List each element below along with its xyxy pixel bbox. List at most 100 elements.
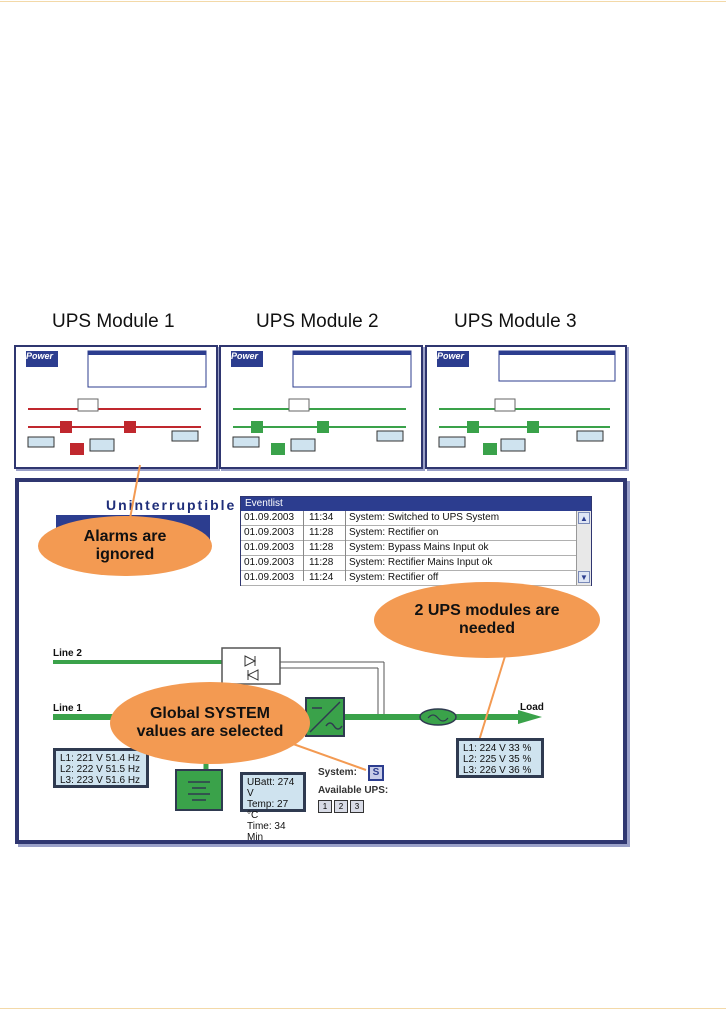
alarms-callout: Alarms are ignored (38, 516, 212, 576)
event-date: 01.09.2003 (244, 512, 295, 523)
module-3-eventlist-bar (499, 351, 615, 355)
module-1-input-readout (27, 436, 55, 448)
event-time: 11:28 (309, 542, 334, 553)
module-1-logo-text: Power (26, 351, 54, 361)
event-date: 01.09.2003 (244, 542, 295, 553)
battery-voltage-value: UBatt: 274 V (247, 777, 295, 799)
line1-label: Line 1 (53, 703, 82, 714)
eventlist-column-divider (345, 511, 346, 581)
event-time: 11:28 (309, 557, 334, 568)
event-time: 11:34 (309, 512, 334, 523)
battery-readout: UBatt: 274 V Temp: 27 °C Time: 34 Min (240, 772, 306, 843)
module-2-eventlist (292, 350, 412, 388)
output-switch-icon (419, 708, 457, 726)
bypass-diode-top-icon (244, 655, 257, 667)
module-3-input-readout (438, 436, 466, 448)
event-date: 01.09.2003 (244, 557, 295, 568)
scroll-up-icon[interactable]: ▲ (578, 512, 590, 524)
module-3-logo (437, 351, 469, 367)
eventlist-column-divider (303, 511, 304, 581)
eventlist-panel[interactable]: Eventlist 01.09.2003 11:34 System: Switc… (240, 496, 592, 586)
system-label: System: (318, 767, 357, 778)
bypass-diode-bottom-icon (246, 669, 259, 681)
output-l1-value: L1: 224 V 33 % (463, 743, 532, 754)
module-1-diagram (26, 350, 207, 455)
module-1-inverter (124, 421, 136, 433)
ups-needed-callout-text: 2 UPS modules are needed (414, 602, 560, 637)
module-2-eventlist-bar (293, 351, 411, 355)
module-1-eventlist-bar (88, 351, 206, 355)
inverter-ac-mark (325, 722, 343, 730)
load-arrow-icon (518, 710, 542, 724)
module-1-output-readout (171, 430, 199, 442)
event-row[interactable]: 01.09.2003 11:28 System: Bypass Mains In… (241, 541, 591, 556)
event-time: 11:28 (309, 527, 334, 538)
output-l3-value: L3: 226 V 36 % (463, 765, 532, 776)
event-text: System: Rectifier Mains Input ok (349, 557, 493, 568)
input-readout: L1: 221 V 51.4 Hz L2: 222 V 51.5 Hz L3: … (53, 748, 149, 788)
module-1-thumbnail[interactable]: Power (14, 345, 218, 469)
scroll-down-icon[interactable]: ▼ (578, 571, 590, 583)
module-2-diagram (231, 350, 412, 455)
event-row[interactable]: 01.09.2003 11:24 System: Rectifier off (241, 571, 591, 586)
input-l2-value: L2: 222 V 51.5 Hz (60, 764, 141, 775)
module-2-bypass (288, 398, 310, 412)
inverter-diagonal (309, 701, 341, 733)
module-2-battery-readout (290, 438, 316, 452)
module-3-output-readout (576, 430, 604, 442)
ups-2-button[interactable]: 2 (334, 800, 348, 813)
eventlist-scrollbar[interactable]: ▲ ▼ (576, 511, 591, 585)
ups-1-button[interactable]: 1 (318, 800, 332, 813)
module-3-title: UPS Module 3 (454, 311, 577, 332)
module-2-title: UPS Module 2 (256, 311, 379, 332)
module-3-thumbnail[interactable]: Power (425, 345, 627, 469)
module-1-bypass (77, 398, 99, 412)
event-date: 01.09.2003 (244, 572, 295, 583)
module-1-logo (26, 351, 58, 367)
system-select-button[interactable]: S (368, 765, 384, 781)
alarms-callout-text: Alarms are ignored (83, 528, 167, 563)
input-l1-value: L1: 221 V 51.4 Hz (60, 753, 141, 764)
module-3-rectifier (467, 421, 479, 433)
module-2-thumbnail[interactable]: Power (219, 345, 423, 469)
module-2-output-readout (376, 430, 404, 442)
module-1-eventlist (87, 350, 207, 388)
event-text: System: Switched to UPS System (349, 512, 500, 523)
module-1-battery (70, 443, 84, 455)
eventlist-title: Eventlist (241, 497, 591, 511)
event-row[interactable]: 01.09.2003 11:28 System: Rectifier Mains… (241, 556, 591, 571)
line2-label: Line 2 (53, 648, 82, 659)
ups-needed-callout: 2 UPS modules are needed (374, 582, 600, 658)
module-2-logo (231, 351, 263, 367)
event-row[interactable]: 01.09.2003 11:28 System: Rectifier on (241, 526, 591, 541)
event-row[interactable]: 01.09.2003 11:34 System: Switched to UPS… (241, 511, 591, 526)
module-2-inverter (317, 421, 329, 433)
input-l3-value: L3: 223 V 51.6 Hz (60, 775, 141, 786)
event-text: System: Rectifier on (349, 527, 439, 538)
module-2-input-readout (232, 436, 260, 448)
event-text: System: Rectifier off (349, 572, 439, 583)
global-values-callout-text: Global SYSTEM values are selected (136, 705, 284, 740)
module-1-battery-readout (89, 438, 115, 452)
global-values-callout: Global SYSTEM values are selected (110, 682, 310, 764)
module-3-battery (483, 443, 497, 455)
event-text: System: Bypass Mains Input ok (349, 542, 489, 553)
battery-temp-value: Temp: 27 °C (247, 799, 289, 821)
static-bypass-switch (221, 647, 281, 685)
battery-block (175, 769, 223, 811)
top-rule (0, 1, 726, 2)
event-date: 01.09.2003 (244, 527, 295, 538)
module-3-diagram (437, 350, 616, 455)
battery-time-value: Time: 34 Min (247, 821, 286, 843)
module-1-rectifier (60, 421, 72, 433)
module-1-title: UPS Module 1 (52, 311, 175, 332)
module-3-battery-readout (500, 438, 526, 452)
output-l2-value: L2: 225 V 35 % (463, 754, 532, 765)
module-2-logo-text: Power (231, 351, 259, 361)
ups-3-button[interactable]: 3 (350, 800, 364, 813)
module-2-rectifier (251, 421, 263, 433)
module-2-battery (271, 443, 285, 455)
output-switch-wave (427, 714, 449, 722)
load-label: Load (520, 702, 544, 713)
global-callout-pointer (281, 739, 367, 771)
